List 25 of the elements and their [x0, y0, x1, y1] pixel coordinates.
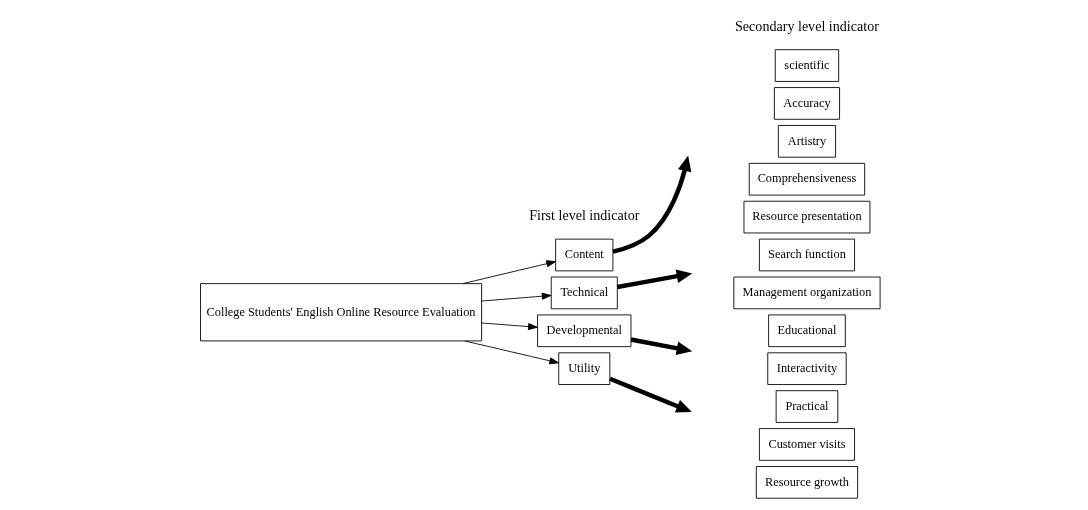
- node-box: Resource growth: [755, 466, 858, 499]
- node-box: Customer visits: [758, 428, 855, 461]
- node-box: Developmental: [536, 314, 631, 348]
- arrow: [480, 322, 538, 331]
- arrow: [630, 337, 692, 355]
- node-box: Search function: [758, 238, 855, 272]
- node-box: Practical: [775, 390, 838, 423]
- node-box: Educational: [767, 314, 846, 348]
- node-box: Content: [554, 238, 613, 272]
- arrow: [480, 292, 551, 302]
- arrow: [462, 260, 556, 284]
- node-box: Utility: [557, 352, 610, 385]
- node-box: Artistry: [777, 125, 836, 158]
- node-box: Interactivity: [766, 352, 847, 385]
- arrow: [463, 340, 559, 365]
- node-box: Accuracy: [773, 87, 840, 120]
- node-box: Comprehensiveness: [748, 162, 865, 196]
- node-box: College Students' English Online Resource Evaluation: [199, 283, 482, 342]
- label: Secondary level indicator: [734, 18, 879, 35]
- node-box: Resource presentation: [743, 200, 870, 234]
- node-box: Management organization: [732, 276, 881, 310]
- node-box: Technical: [550, 276, 618, 310]
- node-box: scientific: [774, 49, 839, 82]
- label: First level indicator: [528, 207, 639, 224]
- arrow: [616, 269, 692, 290]
